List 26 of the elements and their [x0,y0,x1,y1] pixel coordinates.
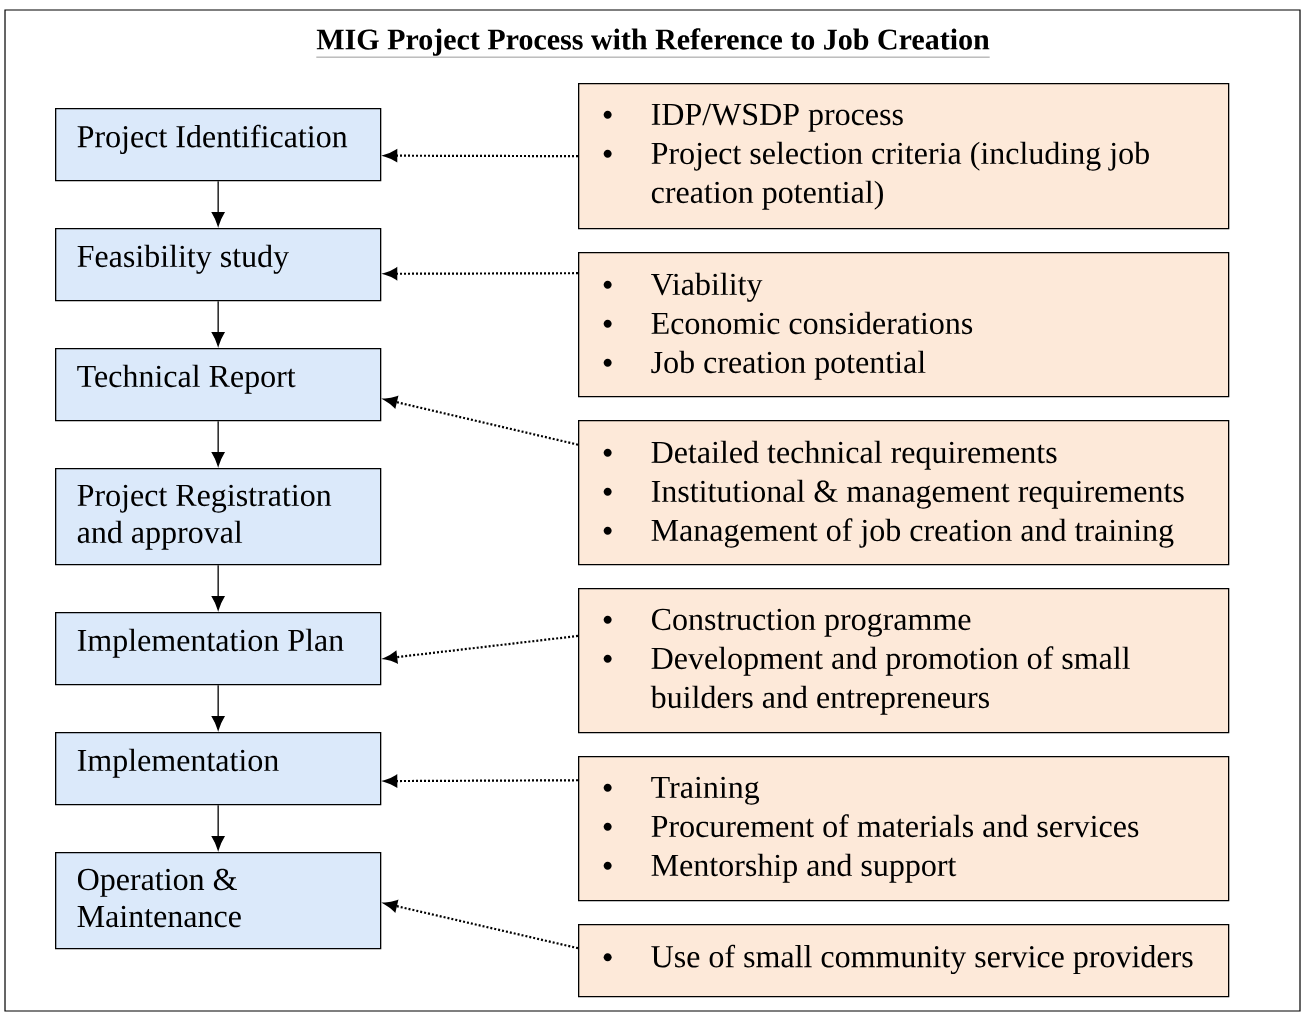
bullet-list-box: IDP/WSDP process Project selection criteria (including job creation potential) [578,83,1230,230]
bullet-list-box: Use of small community service providers [578,924,1230,998]
arrow [211,804,225,851]
process-box: Implementation [55,732,382,806]
arrow [211,300,225,347]
process-box: Technical Report [55,348,382,422]
bullet-list-box: Training Procurement of materials and services Mentorship and support [578,756,1230,902]
bullet-list-box: Detailed technical requirements Institutional & management requirements Management of job creation and training [578,420,1230,566]
process-box: Implementation Plan [55,612,382,686]
arrow [211,564,225,611]
process-box: Project Identification [55,108,382,182]
bullet-list-box: Viability Economic considerations Job creation potential [578,252,1230,398]
arrow [211,180,225,227]
process-box: Project Registration and approval [55,468,382,566]
bullet-list-box: Construction programme Development and promotion of small builders and entrepreneurs [578,588,1230,734]
arrow [211,420,225,467]
title: MIG Project Process with Reference to Job Creation [316,28,990,58]
arrow [384,149,578,162]
arrow [384,775,578,788]
arrow [211,684,225,731]
arrow [384,634,579,664]
arrow [384,900,579,950]
process-box: Feasibility study [55,228,382,302]
arrow [384,267,578,280]
arrow [384,396,579,446]
process-box: Operation & Maintenance [55,852,382,950]
